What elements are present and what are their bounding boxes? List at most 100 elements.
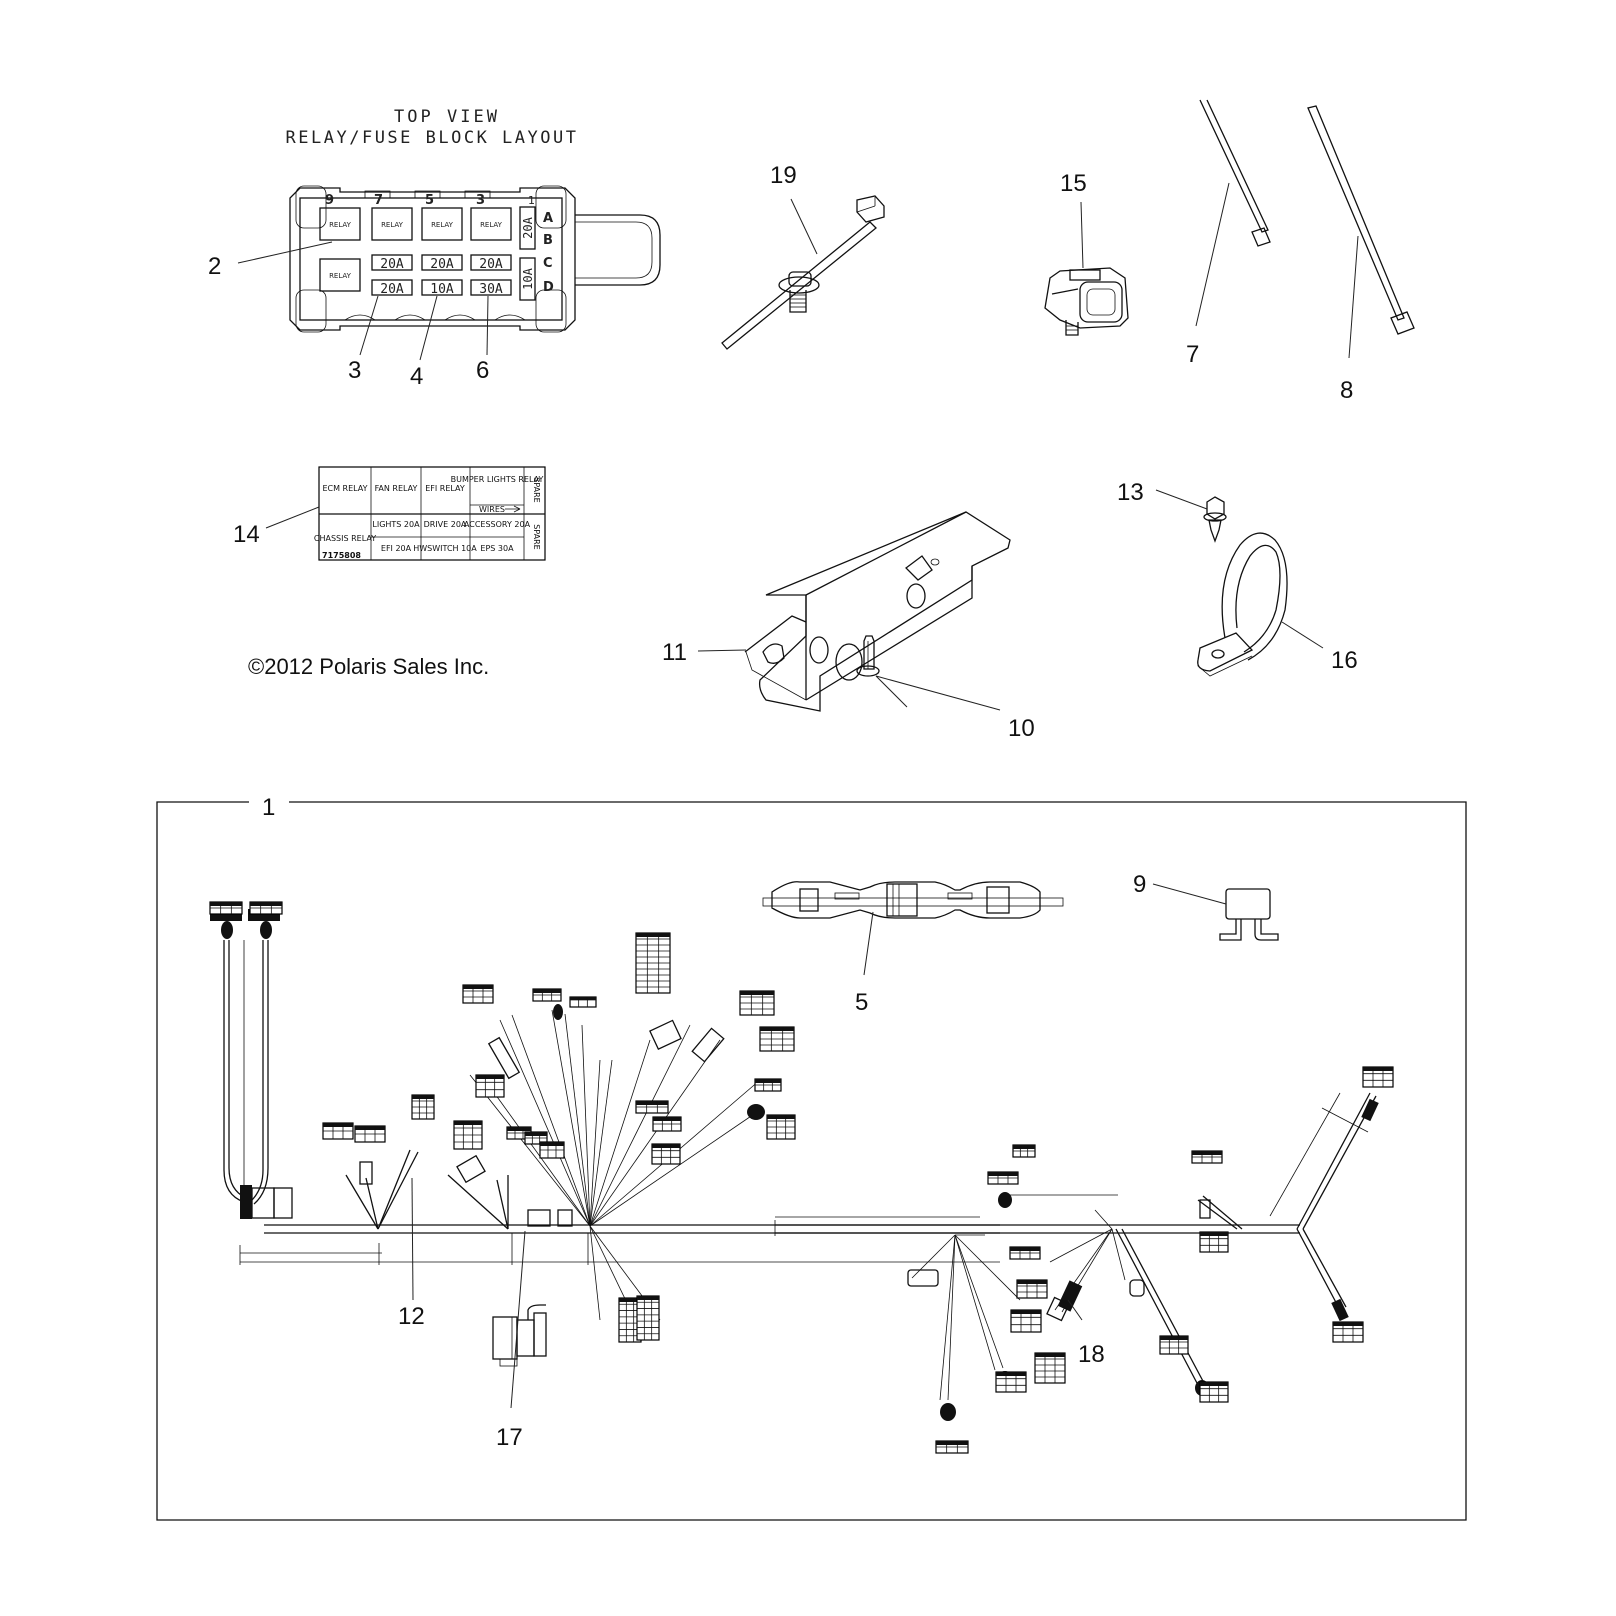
decal-lights-20a: LIGHTS 20A xyxy=(372,520,420,529)
cable-tie-long-drawing xyxy=(1307,105,1415,335)
wire-label-table-header xyxy=(323,1123,353,1127)
callout-17: 17 xyxy=(496,1424,523,1451)
wire-label-table xyxy=(1034,1352,1066,1384)
harness-right-section xyxy=(774,1092,1379,1421)
decal-part-number: 7175808 xyxy=(322,551,361,560)
wire-label-table-header xyxy=(1035,1353,1065,1357)
terminal-connector-drawing xyxy=(492,1304,547,1367)
side-letter-b: B xyxy=(543,233,553,248)
svg-text:20A: 20A xyxy=(479,257,503,272)
wire-label-table-header xyxy=(1010,1247,1040,1251)
callout-8: 8 xyxy=(1340,377,1353,404)
relay-slot: RELAY xyxy=(470,207,512,241)
wire-label-table-header xyxy=(996,1372,1026,1376)
decal-drive-20a: DRIVE 20A xyxy=(424,520,467,529)
svg-text:RELAY: RELAY xyxy=(381,221,404,229)
wire-label-table-header xyxy=(1160,1336,1188,1340)
wire-label-table-header xyxy=(636,933,670,937)
cable-tie-stud-drawing xyxy=(721,195,885,350)
wire-label-table-header xyxy=(533,989,561,993)
fuse-box-decal xyxy=(318,466,546,561)
decal-eps-30a: EPS 30A xyxy=(480,544,514,553)
fuse-slot: 10A xyxy=(421,279,463,297)
wire-label-table-header xyxy=(1200,1382,1228,1386)
callout-3: 3 xyxy=(348,357,361,384)
fuse-slot: 20A xyxy=(371,279,413,297)
harness-frame xyxy=(156,801,1467,1521)
fuse-block-title-line1: TOP VIEW xyxy=(394,107,500,127)
wire-label-table-header xyxy=(637,1296,659,1300)
wire-label-tables xyxy=(209,901,1394,1454)
svg-text:20A: 20A xyxy=(380,257,404,272)
decal-efi-20a: EFI 20A xyxy=(381,544,412,553)
wire-label-table-header xyxy=(355,1126,385,1130)
callout-13: 13 xyxy=(1117,479,1144,506)
callout-16: 16 xyxy=(1331,647,1358,674)
decal-ecm-relay: ECM RELAY xyxy=(322,484,367,493)
wire-label-table-header xyxy=(760,1027,794,1031)
wire-label-table-header xyxy=(250,902,282,906)
copyright-text: ©2012 Polaris Sales Inc. xyxy=(248,654,489,679)
wire-label-table-header xyxy=(454,1121,482,1125)
wire-label-table-header xyxy=(652,1144,680,1148)
fuse-slot: 20A xyxy=(421,254,463,272)
callout-12: 12 xyxy=(398,1303,425,1330)
screw-drawing xyxy=(1203,496,1227,543)
wire-label-table-header xyxy=(1017,1280,1047,1284)
callout-11: 11 xyxy=(662,639,687,666)
push-rivet-drawing xyxy=(856,635,880,677)
relay-slot: RELAY xyxy=(319,258,361,292)
cable-tie-short-drawing xyxy=(1199,99,1271,247)
side-fuse-slot: 20A xyxy=(519,206,536,250)
callout-7: 7 xyxy=(1186,341,1199,368)
p-clamp-drawing xyxy=(1197,532,1288,677)
wire-label-table-header xyxy=(1192,1151,1222,1155)
relay-slot: RELAY xyxy=(371,207,413,241)
svg-text:20A: 20A xyxy=(521,216,535,238)
decal-spare-top: SPARE xyxy=(532,477,541,502)
wire-label-table-header xyxy=(476,1075,504,1079)
decal-chassis-relay: CHASSIS RELAY xyxy=(314,534,376,543)
inline-fuse-holder-drawing xyxy=(762,881,1064,919)
callout-5: 5 xyxy=(855,989,868,1016)
slot-number-3: 3 xyxy=(476,193,485,208)
harness-left-section xyxy=(210,909,1000,1331)
decal-spare-bottom: SPARE xyxy=(532,524,541,549)
callout-14: 14 xyxy=(233,521,260,548)
wire-label-table-header xyxy=(210,902,242,906)
wire-label-table-header xyxy=(755,1079,781,1083)
wire-label-table-header xyxy=(1011,1310,1041,1314)
slot-number-1: 1 xyxy=(528,194,535,207)
connector-clip-drawing xyxy=(1044,267,1129,336)
svg-text:20A: 20A xyxy=(430,257,454,272)
slot-number-7: 7 xyxy=(374,193,383,208)
wire-label-table-header xyxy=(1333,1322,1363,1326)
side-letter-c: C xyxy=(543,256,553,271)
callout-15: 15 xyxy=(1060,170,1087,197)
wire-label-table-header xyxy=(1200,1232,1228,1236)
decal-accessory-20a: ACCESSORY 20A xyxy=(464,520,531,529)
svg-text:20A: 20A xyxy=(380,282,404,297)
svg-text:10A: 10A xyxy=(521,267,535,289)
callout-19: 19 xyxy=(770,162,797,189)
wire-label-table-header xyxy=(540,1142,564,1146)
svg-text:RELAY: RELAY xyxy=(431,221,454,229)
wire-label-table-header xyxy=(525,1132,547,1136)
fuse-block-title-line2: RELAY/FUSE BLOCK LAYOUT xyxy=(286,128,579,148)
diode-module-drawing xyxy=(1219,888,1279,941)
svg-text:RELAY: RELAY xyxy=(329,221,352,229)
wire-label-table-header xyxy=(988,1172,1018,1176)
wire-label-table-header xyxy=(1363,1067,1393,1071)
decal-wires-label: WIRES xyxy=(479,505,505,514)
slot-number-9: 9 xyxy=(325,193,334,208)
wire-label-table-header xyxy=(570,997,596,1001)
relay-bracket-drawing xyxy=(744,511,1011,712)
side-letter-a: A xyxy=(543,211,553,226)
decal-fan-relay: FAN RELAY xyxy=(375,484,418,493)
callout-9: 9 xyxy=(1133,871,1146,898)
wire-label-table-header xyxy=(507,1127,531,1131)
svg-text:RELAY: RELAY xyxy=(480,221,503,229)
wire-label-table-header xyxy=(619,1298,641,1302)
decal-efi-relay: EFI RELAY xyxy=(425,484,465,493)
